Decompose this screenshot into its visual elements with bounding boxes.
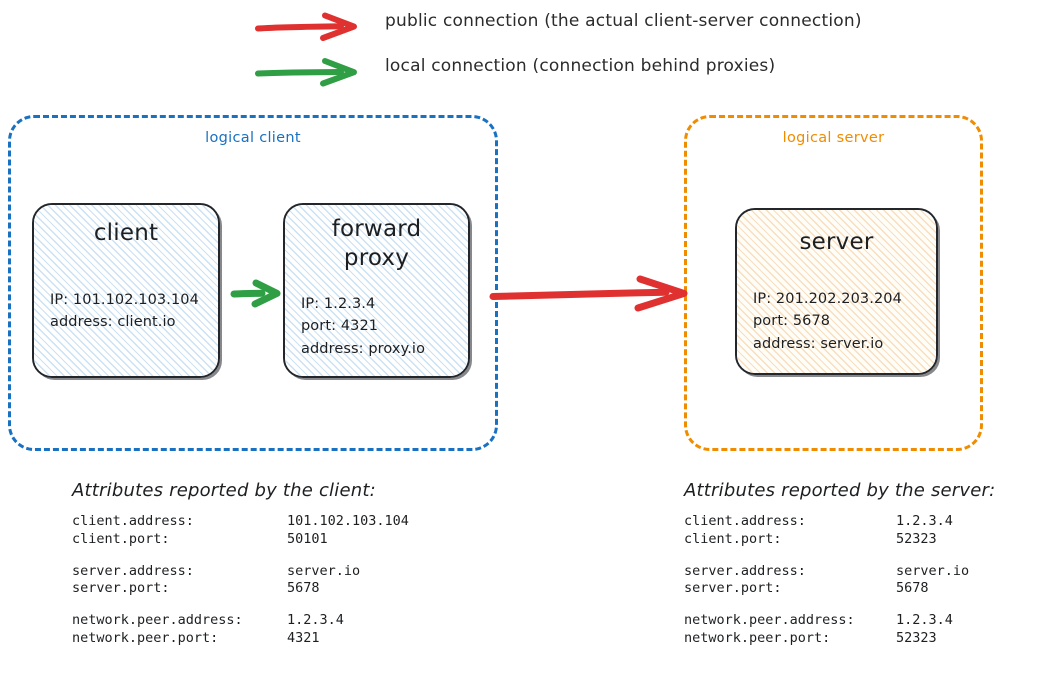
attr-key: network.peer.port: xyxy=(684,630,831,647)
attr-row: network.peer.port: 52323 xyxy=(684,630,995,648)
attr-value: 1.2.3.4 xyxy=(896,513,953,529)
attr-key: client.port: xyxy=(684,530,782,547)
node-client-hatch xyxy=(34,205,218,376)
attr-row: network.peer.port: 4321 xyxy=(72,630,409,648)
attr-group: server.address: server.io server.port: 5… xyxy=(684,563,995,599)
node-client-details: IP: 101.102.103.104 address: client.io xyxy=(50,292,199,331)
client-attributes-panel: Attributes reported by the client: clien… xyxy=(72,480,409,662)
client-attributes-title: Attributes reported by the client: xyxy=(72,480,376,501)
attr-key: server.port: xyxy=(72,580,170,597)
attr-key: server.address: xyxy=(72,562,194,579)
attr-row: server.port: 5678 xyxy=(684,580,995,598)
logical-client-label: logical client xyxy=(205,130,301,146)
local-connection-arrow xyxy=(230,279,281,308)
attr-row: client.port: 50101 xyxy=(72,531,409,549)
node-server[interactable]: server IP: 201.202.203.204 port: 5678 ad… xyxy=(735,208,938,375)
attr-key: client.port: xyxy=(72,530,170,547)
attr-row: server.address: server.io xyxy=(684,563,995,581)
node-proxy-title: forward proxy xyxy=(331,216,422,271)
attr-value: 52323 xyxy=(896,630,937,647)
attr-key: network.peer.port: xyxy=(72,630,219,647)
node-server-details: IP: 201.202.203.204 port: 5678 address: … xyxy=(753,291,902,352)
attr-value: 52323 xyxy=(896,530,937,547)
green-arrow-icon xyxy=(255,58,357,87)
attr-row: network.peer.address: 1.2.3.4 xyxy=(684,612,995,630)
server-attributes-panel: Attributes reported by the server: clien… xyxy=(684,480,995,662)
attr-value: server.io xyxy=(287,562,361,579)
public-connection-arrow xyxy=(489,275,688,312)
attr-row: client.address: 101.102.103.104 xyxy=(72,513,409,531)
red-arrow-icon xyxy=(255,12,357,41)
node-forward-proxy[interactable]: forward proxy IP: 1.2.3.4 port: 4321 add… xyxy=(283,203,470,378)
node-server-title: server xyxy=(799,229,874,255)
attr-group: client.address: 1.2.3.4 client.port: 523… xyxy=(684,513,995,549)
attr-value: 5678 xyxy=(287,580,320,597)
attr-row: server.port: 5678 xyxy=(72,580,409,598)
legend: public connection (the actual client-ser… xyxy=(0,0,1039,100)
attr-value: 4321 xyxy=(287,630,320,647)
attr-value: 101.102.103.104 xyxy=(287,513,409,529)
logical-server-label: logical server xyxy=(782,130,885,146)
attr-group: network.peer.address: 1.2.3.4 network.pe… xyxy=(72,612,409,648)
node-server-hatch xyxy=(737,210,936,373)
attr-row: server.address: server.io xyxy=(72,563,409,581)
legend-label-local: local connection (connection behind prox… xyxy=(385,56,776,76)
attr-value: 50101 xyxy=(287,530,328,547)
attr-value: server.io xyxy=(896,562,970,579)
attr-key: client.address: xyxy=(684,513,806,529)
attr-value: 1.2.3.4 xyxy=(287,612,344,629)
server-attributes-title: Attributes reported by the server: xyxy=(684,480,996,501)
node-proxy-hatch xyxy=(285,205,468,376)
node-client[interactable]: client IP: 101.102.103.104 address: clie… xyxy=(32,203,220,378)
legend-label-public: public connection (the actual client-ser… xyxy=(385,11,862,31)
node-proxy-details: IP: 1.2.3.4 port: 4321 address: proxy.io xyxy=(301,296,426,357)
attr-row: client.port: 52323 xyxy=(684,531,995,549)
logical-client-group: logical client xyxy=(8,115,498,451)
node-client-title: client xyxy=(93,220,159,246)
attr-key: client.address: xyxy=(72,513,194,529)
attr-key: server.port: xyxy=(684,580,782,597)
attr-value: 5678 xyxy=(896,580,929,597)
attr-key: server.address: xyxy=(684,562,806,579)
attr-key: network.peer.address: xyxy=(72,612,243,629)
attr-row: network.peer.address: 1.2.3.4 xyxy=(72,612,409,630)
attr-key: network.peer.address: xyxy=(684,612,855,629)
attr-group: client.address: 101.102.103.104 client.p… xyxy=(72,513,409,549)
attr-group: server.address: server.io server.port: 5… xyxy=(72,563,409,599)
attr-value: 1.2.3.4 xyxy=(896,612,953,629)
logical-server-group: logical server xyxy=(684,115,983,451)
attr-group: network.peer.address: 1.2.3.4 network.pe… xyxy=(684,612,995,648)
attr-row: client.address: 1.2.3.4 xyxy=(684,513,995,531)
